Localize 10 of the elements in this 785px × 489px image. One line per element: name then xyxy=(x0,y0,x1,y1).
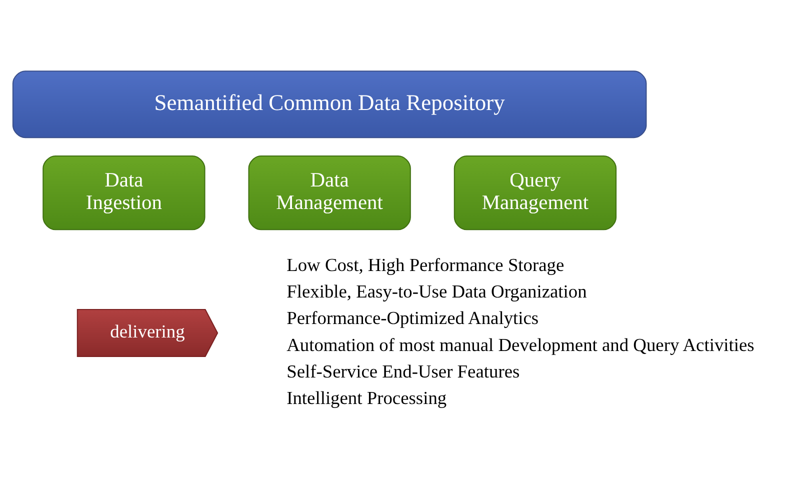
label: Flexible, Easy-to-Use Data Organization xyxy=(286,282,587,302)
label: Intelligent Processing xyxy=(286,388,447,408)
label: Automation of most manual Development and Query Activities xyxy=(286,334,754,355)
node-box: Query Management xyxy=(454,156,617,230)
node-box: Semantified Common Data Repository xyxy=(12,70,647,138)
node-box: Data Management xyxy=(248,156,411,230)
label: Self-Service End-User Features xyxy=(286,361,520,382)
node-box: Data Ingestion xyxy=(42,156,206,230)
label: Low Cost, High Performance Storage xyxy=(286,254,564,275)
label: Performance-Optimized Analytics xyxy=(286,308,539,328)
